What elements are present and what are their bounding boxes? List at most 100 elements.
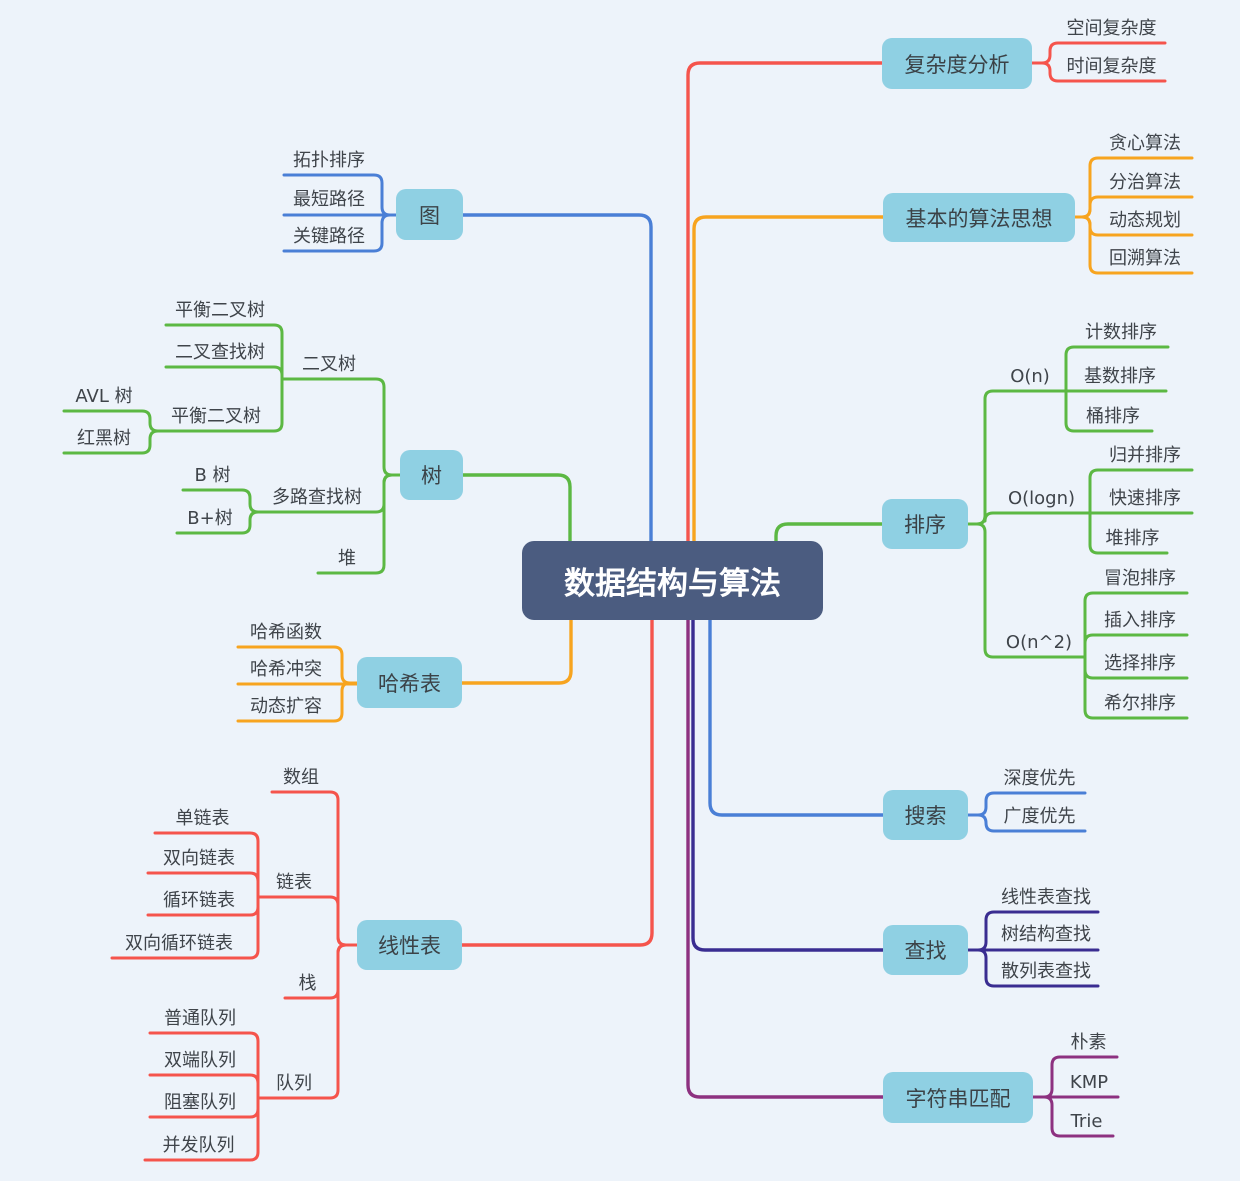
sort-links [774, 345, 1194, 720]
node-tree[interactable]: 树 [400, 450, 463, 500]
leaf-critical-path[interactable]: 关键路径 [293, 226, 365, 247]
link-deque [148, 1073, 260, 1100]
leaf-dfs[interactable]: 深度优先 [1003, 768, 1076, 789]
leaf-multiway-tree-label[interactable]: 多路查找树 [272, 487, 362, 508]
leaf-avl-tree[interactable]: AVL 树 [75, 386, 133, 407]
leaf-insertion-sort[interactable]: 插入排序 [1104, 610, 1176, 631]
link-btree [181, 488, 260, 514]
link-array [270, 790, 359, 947]
link-sort-main [774, 522, 884, 543]
link-balanced-1 [164, 323, 284, 381]
leaf-red-black-tree[interactable]: 红黑树 [77, 428, 131, 449]
link-string-main [686, 618, 885, 1099]
node-lookup[interactable]: 查找 [883, 925, 968, 975]
link-tree-main [461, 473, 572, 543]
leaf-topological-sort[interactable]: 拓扑排序 [293, 150, 365, 171]
node-linear-list[interactable]: 线性表 [357, 920, 462, 970]
leaf-bfs[interactable]: 广度优先 [1003, 806, 1076, 827]
node-basic-ideas[interactable]: 基本的算法思想 [883, 193, 1075, 242]
leaf-dynamic-programming[interactable]: 动态规划 [1109, 210, 1181, 231]
leaf-linked-list-label[interactable]: 链表 [276, 872, 312, 893]
link-hash-resize [236, 681, 359, 723]
leaf-blocking-queue[interactable]: 阻塞队列 [164, 1092, 236, 1113]
link-critical [282, 213, 398, 253]
link-backtrack [1073, 215, 1194, 275]
leaf-double-circular-linked-list[interactable]: 双向循环链表 [125, 933, 233, 954]
link-heap-sort [1088, 511, 1169, 555]
leaf-stack[interactable]: 栈 [298, 973, 317, 994]
leaf-hash-function[interactable]: 哈希函数 [250, 622, 322, 643]
link-insertion-sort [1083, 633, 1189, 659]
leaf-balanced-binary-tree[interactable]: 平衡二叉树 [175, 300, 265, 321]
leaf-selection-sort[interactable]: 选择排序 [1104, 653, 1176, 674]
leaf-radix-sort[interactable]: 基数排序 [1084, 366, 1156, 387]
leaf-b-tree[interactable]: B 树 [194, 465, 231, 486]
leaf-tree-lookup[interactable]: 树结构查找 [1001, 924, 1091, 945]
leaf-linear-lookup[interactable]: 线性表查找 [1001, 887, 1091, 908]
leaf-quick-sort[interactable]: 快速排序 [1109, 488, 1181, 509]
leaf-circular-linked-list[interactable]: 循环链表 [163, 890, 235, 911]
basic-ideas-links [692, 156, 1194, 543]
leaf-kmp[interactable]: KMP [1069, 1072, 1109, 1093]
leaf-binary-tree-label[interactable]: 二叉树 [302, 354, 356, 375]
leaf-balanced-binary-tree-2[interactable]: 平衡二叉树 [171, 406, 261, 427]
leaf-double-linked-list[interactable]: 双向链表 [163, 848, 235, 869]
leaf-greedy[interactable]: 贪心算法 [1109, 133, 1181, 154]
leaf-o-n2-label[interactable]: O(n^2) [1005, 632, 1073, 653]
link-double-circular-list [110, 895, 260, 960]
leaf-hash-lookup[interactable]: 散列表查找 [1001, 961, 1091, 982]
leaf-single-linked-list[interactable]: 单链表 [175, 808, 230, 829]
leaf-array[interactable]: 数组 [283, 767, 319, 788]
leaf-concurrent-queue[interactable]: 并发队列 [162, 1135, 235, 1156]
link-hash-lookup [966, 948, 1100, 988]
link-normal-queue [148, 1031, 260, 1100]
leaf-bucket-sort[interactable]: 桶排序 [1086, 406, 1140, 427]
lookup-links [691, 618, 1100, 988]
leaf-divide-conquer[interactable]: 分治算法 [1109, 172, 1181, 193]
link-trie [1031, 1095, 1115, 1138]
leaf-dynamic-resize[interactable]: 动态扩容 [250, 696, 322, 717]
link-binary-tree [280, 377, 402, 477]
link-counting-sort [1064, 345, 1170, 393]
link-bubble-sort [1083, 591, 1189, 659]
leaf-backtracking[interactable]: 回溯算法 [1109, 248, 1181, 269]
leaf-queue-label[interactable]: 队列 [276, 1073, 312, 1094]
leaf-naive-match[interactable]: 朴素 [1070, 1032, 1107, 1053]
link-redblack [62, 429, 160, 455]
leaf-trie[interactable]: Trie [1070, 1111, 1103, 1132]
leaf-binary-search-tree[interactable]: 二叉查找树 [175, 342, 265, 363]
tree-links [62, 323, 572, 575]
leaf-heap[interactable]: 堆 [338, 548, 356, 569]
leaf-o-n-label[interactable]: O(n) [1010, 366, 1050, 387]
leaf-b-plus-tree[interactable]: B+树 [187, 508, 233, 529]
link-bfs [966, 813, 1087, 833]
leaf-counting-sort[interactable]: 计数排序 [1085, 322, 1157, 343]
link-avl [62, 409, 160, 433]
node-string-match[interactable]: 字符串匹配 [883, 1072, 1033, 1123]
leaf-bubble-sort[interactable]: 冒泡排序 [1104, 568, 1176, 589]
node-graph[interactable]: 图 [396, 189, 463, 240]
leaf-o-logn-label[interactable]: O(logn) [1007, 488, 1076, 509]
link-basic-main [692, 215, 885, 543]
leaf-shortest-path[interactable]: 最短路径 [293, 189, 365, 210]
node-sort[interactable]: 排序 [882, 499, 968, 549]
leaf-heap-sort[interactable]: 堆排序 [1105, 528, 1160, 549]
node-search[interactable]: 搜索 [883, 790, 968, 840]
root-node[interactable]: 数据结构与算法 [522, 541, 823, 620]
leaf-space-complexity[interactable]: 空间复杂度 [1066, 18, 1157, 39]
leaf-normal-queue[interactable]: 普通队列 [164, 1008, 236, 1029]
leaf-deque[interactable]: 双端队列 [164, 1050, 236, 1071]
link-shell-sort [1083, 655, 1189, 720]
link-concurrent-queue [143, 1096, 260, 1162]
leaf-shell-sort[interactable]: 希尔排序 [1104, 693, 1176, 714]
node-complexity[interactable]: 复杂度分析 [882, 38, 1032, 89]
leaf-merge-sort[interactable]: 归并排序 [1109, 445, 1181, 466]
leaf-hash-collision[interactable]: 哈希冲突 [250, 659, 322, 680]
link-list [256, 895, 359, 947]
node-hash-table[interactable]: 哈希表 [357, 657, 462, 708]
linear-list-links [110, 618, 654, 1162]
link-time-complexity [1030, 61, 1167, 83]
leaf-time-complexity[interactable]: 时间复杂度 [1066, 56, 1157, 77]
